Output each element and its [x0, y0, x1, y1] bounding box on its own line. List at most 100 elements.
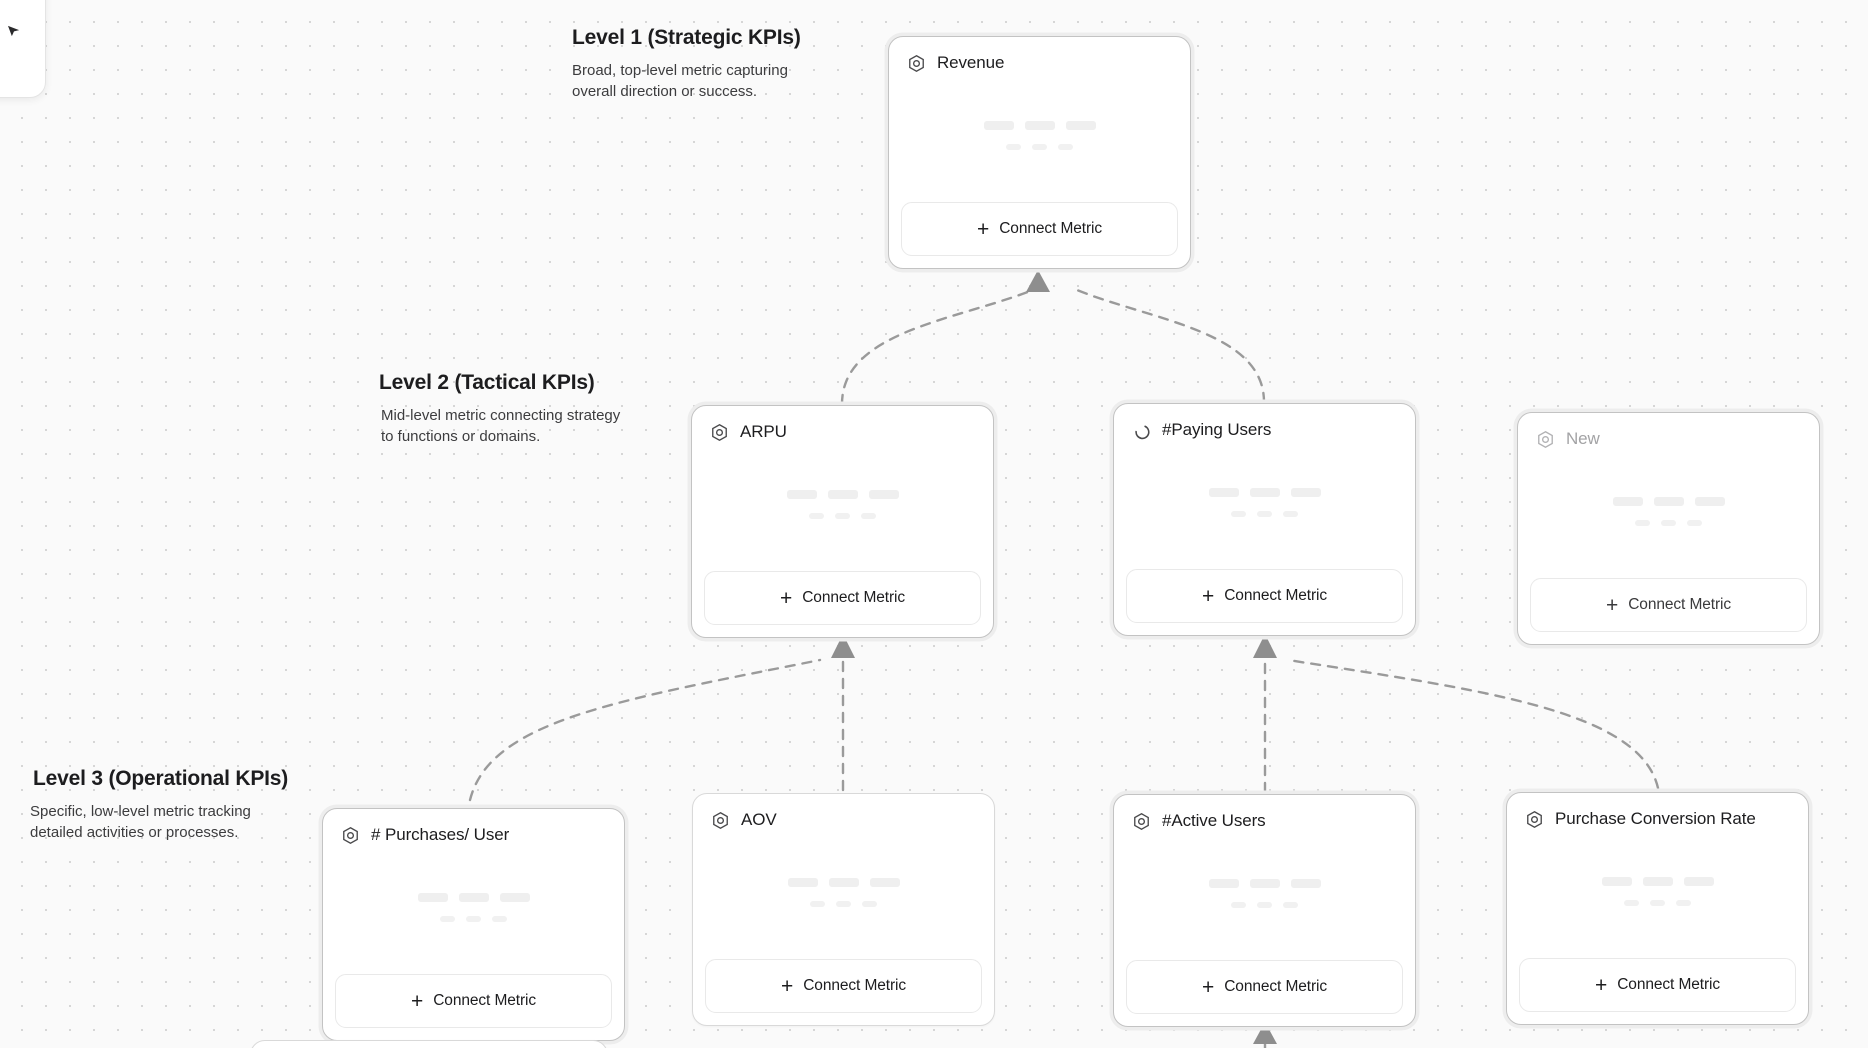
skeleton-bar [810, 901, 825, 907]
card-skeleton-body [1507, 829, 1808, 958]
card-skeleton-body [1518, 449, 1819, 578]
card-skeleton-body [692, 442, 993, 571]
skeleton-bar [1257, 902, 1272, 908]
connect-metric-button[interactable]: + Connect Metric [1530, 578, 1807, 632]
skeleton-bar [809, 513, 824, 519]
skeleton-bar [983, 121, 1014, 130]
metric-card-active-users[interactable]: #Active Users + Connect Metric [1113, 794, 1416, 1027]
card-header: #Active Users [1114, 795, 1415, 831]
skeleton-row-bottom [440, 916, 507, 922]
connect-metric-label: Connect Metric [1628, 596, 1732, 613]
connect-metric-label: Connect Metric [803, 977, 907, 994]
skeleton-bar [827, 490, 858, 499]
connect-metric-button[interactable]: + Connect Metric [335, 974, 612, 1028]
metric-card-purchases-per-user[interactable]: # Purchases/ User + Connect Metric [322, 808, 625, 1041]
connect-metric-button[interactable]: + Connect Metric [705, 959, 982, 1013]
cursor-arrow-icon [8, 25, 20, 37]
skeleton-row-bottom [810, 901, 877, 907]
hexagon-metric-icon [1134, 812, 1149, 830]
skeleton-bar [861, 513, 876, 519]
level-3-description: Specific, low-level metric tracking deta… [30, 803, 251, 842]
skeleton-bar [787, 878, 818, 887]
skeleton-bar [1650, 900, 1665, 906]
skeleton-bar [1231, 902, 1246, 908]
skeleton-row-top [417, 893, 530, 902]
metric-card-new[interactable]: New + Connect Metric [1517, 412, 1820, 645]
edge-paying-users-to-revenue [1070, 286, 1266, 404]
metric-card-arpu[interactable]: ARPU + Connect Metric [691, 405, 994, 638]
skeleton-bar [1024, 121, 1055, 130]
skeleton-bar [869, 878, 900, 887]
skeleton-row-bottom [1231, 511, 1298, 517]
plus-icon: + [1594, 973, 1608, 997]
metric-card-revenue[interactable]: Revenue + Connect Metric [888, 36, 1191, 269]
skeleton-bar [862, 901, 877, 907]
skeleton-bar [1257, 511, 1272, 517]
skeleton-bar [499, 893, 530, 902]
edge-conversion-to-paying-users [1286, 658, 1660, 790]
skeleton-bar [1642, 877, 1673, 886]
card-header: ARPU [692, 406, 993, 442]
floating-toolbar-panel[interactable] [0, 0, 46, 98]
card-header: Revenue [889, 37, 1190, 73]
connect-metric-label: Connect Metric [802, 589, 906, 606]
level-3-title: Level 3 (Operational KPIs) [33, 767, 289, 790]
skeleton-bar [1676, 900, 1691, 906]
skeleton-bar [1249, 488, 1280, 497]
edge-purchases-to-arpu [468, 658, 822, 802]
skeleton-bar [1601, 877, 1632, 886]
skeleton-row-top [1601, 877, 1714, 886]
connect-metric-button[interactable]: + Connect Metric [704, 571, 981, 625]
skeleton-bar [440, 916, 455, 922]
skeleton-bar [1006, 144, 1021, 150]
hexagon-metric-icon [1527, 810, 1542, 828]
skeleton-bar [835, 513, 850, 519]
skeleton-bar [1208, 488, 1239, 497]
skeleton-bar [1683, 877, 1714, 886]
connect-metric-button[interactable]: + Connect Metric [901, 202, 1178, 256]
skeleton-bar [828, 878, 859, 887]
card-skeleton-body [889, 73, 1190, 202]
skeleton-bar [786, 490, 817, 499]
skeleton-bar [1283, 902, 1298, 908]
card-skeleton-body [1114, 831, 1415, 960]
card-header: Purchase Conversion Rate [1507, 793, 1808, 829]
arrowhead-paying-users [1253, 634, 1277, 658]
metric-card-aov[interactable]: AOV + Connect Metric [692, 793, 995, 1026]
metric-card-purchase-conversion-rate[interactable]: Purchase Conversion Rate + Connect Metri… [1506, 792, 1809, 1025]
plus-icon: + [976, 217, 990, 241]
skeleton-bar [1249, 879, 1280, 888]
skeleton-row-bottom [1006, 144, 1073, 150]
metric-card-partial-bottom[interactable] [250, 1040, 608, 1048]
skeleton-bar [417, 893, 448, 902]
skeleton-bar [1231, 511, 1246, 517]
plus-icon: + [1605, 593, 1619, 617]
skeleton-bar [1065, 121, 1096, 130]
skeleton-row-bottom [1231, 902, 1298, 908]
card-title: New [1566, 429, 1600, 448]
skeleton-bar [1290, 879, 1321, 888]
skeleton-row-bottom [1624, 900, 1691, 906]
skeleton-row-top [983, 121, 1096, 130]
connect-metric-button[interactable]: + Connect Metric [1519, 958, 1796, 1012]
card-title: #Active Users [1162, 811, 1266, 830]
connect-metric-button[interactable]: + Connect Metric [1126, 960, 1403, 1014]
card-title: Purchase Conversion Rate [1555, 809, 1756, 828]
card-title: Revenue [937, 53, 1005, 72]
hexagon-metric-icon [1538, 430, 1553, 448]
skeleton-row-top [787, 878, 900, 887]
skeleton-row-bottom [1635, 520, 1702, 526]
level-1-title: Level 1 (Strategic KPIs) [572, 26, 801, 49]
card-header: New [1518, 413, 1819, 449]
skeleton-bar [1208, 879, 1239, 888]
card-skeleton-body [693, 830, 994, 959]
skeleton-bar [458, 893, 489, 902]
skeleton-bar [1694, 497, 1725, 506]
connect-metric-button[interactable]: + Connect Metric [1126, 569, 1403, 623]
metric-card-paying-users[interactable]: #Paying Users + Connect Metric [1113, 403, 1416, 636]
skeleton-bar [836, 901, 851, 907]
card-header: AOV [693, 794, 994, 830]
hexagon-metric-icon [712, 423, 727, 441]
card-title: # Purchases/ User [371, 825, 510, 844]
